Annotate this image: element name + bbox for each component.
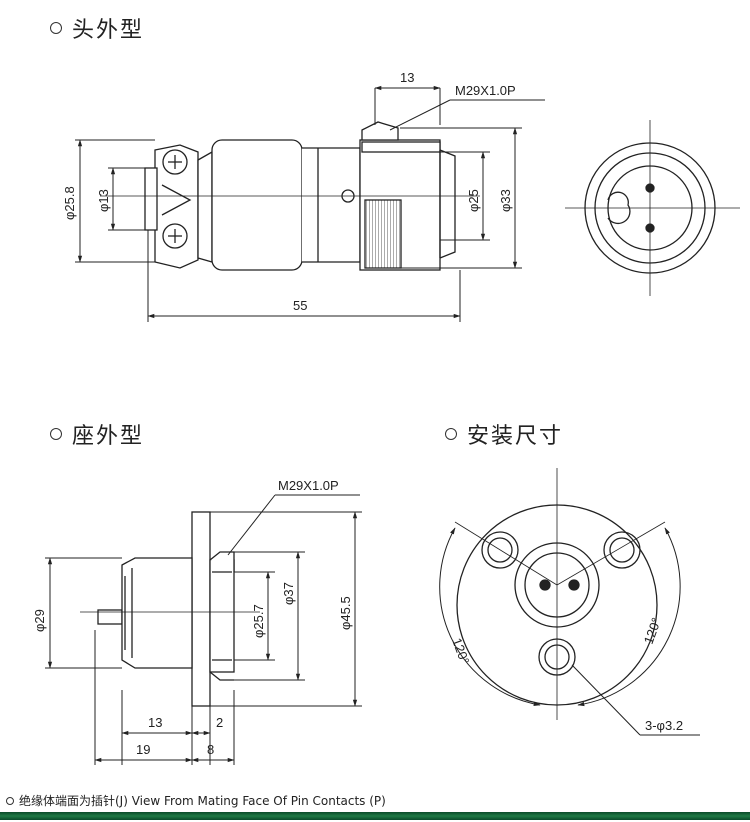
pin-icon bbox=[645, 223, 655, 233]
dim-head-d13: φ13 bbox=[96, 189, 111, 212]
dim-angle-left: 120° bbox=[449, 636, 472, 666]
footer-caption-text: 绝缘体端面为插针(J) View From Mating Face Of Pin… bbox=[19, 794, 386, 808]
socket-dimension-labels: M29X1.0P φ29 φ25.7 φ37 φ45.5 13 2 19 8 bbox=[32, 478, 353, 757]
bullet-icon bbox=[6, 796, 14, 805]
section-heading-head: 头外型 bbox=[50, 12, 144, 44]
socket-dimension-lines bbox=[45, 494, 362, 765]
dim-socket-d45-5: φ45.5 bbox=[338, 596, 353, 630]
dim-socket-8: 8 bbox=[207, 742, 214, 757]
mounting-view bbox=[439, 468, 700, 736]
dim-head-d25: φ25 bbox=[466, 189, 481, 212]
section-title-mounting: 安装尺寸 bbox=[467, 424, 564, 449]
dim-socket-d29: φ29 bbox=[32, 609, 47, 632]
dim-socket-13: 13 bbox=[148, 715, 162, 730]
dim-angle-right: 120° bbox=[641, 616, 664, 646]
dim-socket-19: 19 bbox=[136, 742, 150, 757]
head-side-view bbox=[100, 121, 480, 271]
dim-socket-d25-7: φ25.7 bbox=[251, 604, 266, 638]
screw-icon bbox=[162, 223, 188, 249]
dim-socket-d37: φ37 bbox=[281, 582, 296, 605]
dim-head-d33: φ33 bbox=[498, 189, 513, 212]
section-heading-mounting: 安装尺寸 bbox=[445, 418, 563, 450]
dim-head-13: 13 bbox=[400, 70, 414, 85]
section-title-socket-type: 座外型 bbox=[72, 424, 145, 449]
dim-socket-2: 2 bbox=[216, 715, 223, 730]
section-title-head-type: 头外型 bbox=[72, 18, 145, 43]
bullet-icon bbox=[50, 22, 62, 34]
footer-bar bbox=[0, 812, 750, 820]
dim-head-55: 55 bbox=[293, 298, 307, 313]
dim-head-d25-8: φ25.8 bbox=[62, 186, 77, 220]
screw-icon bbox=[162, 149, 188, 175]
dim-socket-thread: M29X1.0P bbox=[278, 478, 339, 493]
pin-icon bbox=[568, 579, 580, 591]
head-dimension-lines bbox=[75, 85, 545, 322]
pin-icon bbox=[539, 579, 551, 591]
bullet-icon bbox=[50, 428, 62, 440]
head-end-view bbox=[565, 120, 740, 296]
head-dimension-labels: 13 M29X1.0P φ25.8 φ13 φ25 φ33 55 bbox=[62, 70, 516, 313]
section-heading-socket: 座外型 bbox=[50, 418, 144, 450]
socket-side-view bbox=[80, 511, 260, 707]
pin-icon bbox=[645, 183, 655, 193]
dim-mount-holes: 3-φ3.2 bbox=[645, 718, 683, 733]
footer-caption: 绝缘体端面为插针(J) View From Mating Face Of Pin… bbox=[6, 792, 386, 809]
dim-head-thread: M29X1.0P bbox=[455, 83, 516, 98]
bullet-icon bbox=[445, 428, 457, 440]
